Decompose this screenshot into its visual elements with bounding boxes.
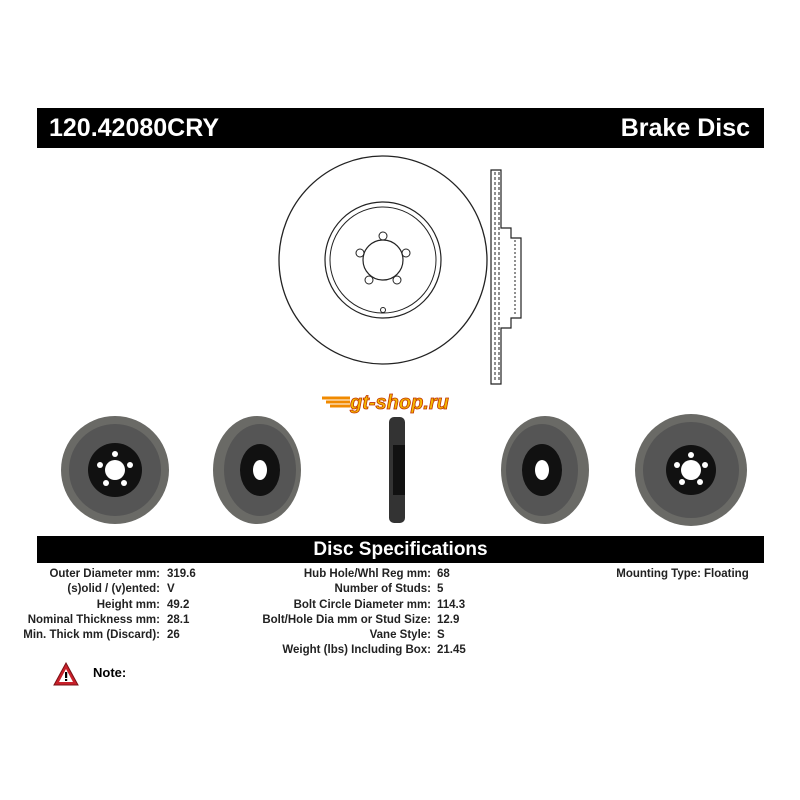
spec-label: Hub Hole/Whl Reg mm: (303, 568, 431, 580)
svg-text:gt-shop.ru: gt-shop.ru (349, 392, 449, 414)
spec-value: 114.3 (437, 598, 466, 611)
spec-value: 68 (437, 568, 450, 580)
specs-col3-labels: Mounting Type: (520, 567, 701, 582)
specs-col2-labels: Hub Hole/Whl Reg mm: Number of Studs: Bo… (200, 567, 431, 659)
spec-value: V (167, 583, 175, 596)
spec-value: 21.45 (437, 644, 466, 657)
disc-photo-side (389, 417, 405, 523)
spec-label: Min. Thick mm (Discard): (23, 629, 160, 642)
spec-label: Bolt Circle Diameter mm: (293, 598, 431, 611)
spec-label: Height mm: (96, 598, 160, 611)
disc-front-drawing (278, 155, 488, 365)
disc-photo-back (635, 414, 747, 526)
spec-value: 49.2 (167, 598, 190, 611)
spec-label: Vane Style: (369, 629, 431, 642)
specs-col1-labels: Outer Diameter mm: (s)olid / (v)ented: H… (0, 567, 160, 643)
disc-photo-front (61, 416, 169, 524)
spec-value: 319.6 (167, 568, 196, 580)
spec-label: Number of Studs: (334, 583, 431, 596)
product-category: Brake Disc (620, 114, 750, 142)
disc-photo-angle-right (501, 416, 589, 524)
spec-label: Nominal Thickness mm: (27, 613, 160, 626)
specs-col2-values: 68 5 114.3 12.9 S 21.45 (437, 567, 466, 659)
warning-icon (53, 662, 79, 686)
spec-label: Mounting Type: (616, 568, 701, 580)
spec-value: 26 (167, 629, 180, 642)
specs-title: Disc Specifications (37, 536, 764, 563)
spec-value: 28.1 (167, 613, 190, 626)
spec-value: Floating (704, 568, 749, 580)
gt-shop-logo: gt-shop.ru (322, 392, 449, 414)
spec-value: 12.9 (437, 613, 460, 626)
disc-profile-drawing (490, 169, 522, 385)
disc-photo-angle-left (213, 416, 301, 524)
spec-label: Bolt/Hole Dia mm or Stud Size: (262, 613, 431, 626)
note-label: Note: (93, 665, 127, 680)
part-number: 120.42080CRY (49, 114, 220, 142)
spec-value: 5 (437, 583, 444, 596)
header-bar: 120.42080CRY Brake Disc (37, 108, 764, 148)
specs-col3-values: Floating (704, 567, 749, 582)
spec-label: (s)olid / (v)ented: (67, 583, 160, 596)
spec-label: Outer Diameter mm: (49, 568, 160, 580)
spec-value: S (437, 629, 445, 642)
spec-label: Weight (lbs) Including Box: (282, 644, 431, 657)
specs-col1-values: 319.6 V 49.2 28.1 26 (167, 567, 196, 643)
